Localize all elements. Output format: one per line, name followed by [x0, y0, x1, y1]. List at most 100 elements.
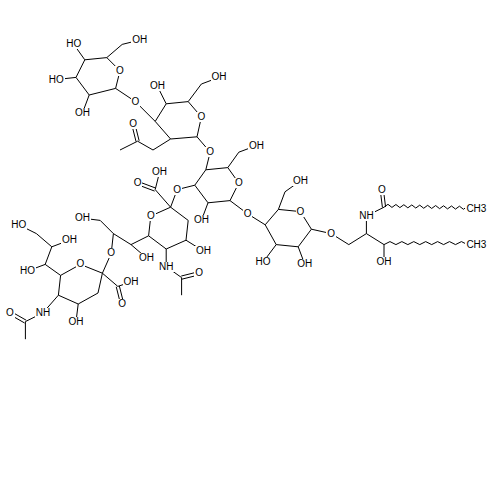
atom-label: OH	[193, 215, 210, 225]
bond	[113, 234, 131, 245]
atom-label: HO	[255, 257, 272, 267]
bond	[432, 242, 438, 245]
bond	[89, 88, 115, 95]
bond	[166, 102, 188, 104]
atom-label: CH3	[465, 240, 487, 250]
bond	[440, 206, 444, 209]
bond	[455, 242, 461, 245]
bond	[195, 170, 206, 185]
bond	[426, 242, 432, 245]
bond	[155, 104, 166, 122]
bond	[278, 192, 285, 210]
bond	[390, 242, 396, 245]
atom-label: O	[197, 112, 207, 122]
atom-label: O	[146, 211, 156, 221]
bond	[444, 206, 448, 209]
atom-label: O	[128, 119, 138, 129]
bond	[402, 242, 408, 245]
atom-label: O	[133, 178, 143, 188]
atom-label: OH	[248, 141, 265, 151]
atom-label: O	[296, 207, 306, 217]
atom-label: OH	[151, 167, 168, 177]
atom-label: O	[205, 147, 215, 157]
atom-label: O	[326, 229, 336, 239]
bond	[149, 236, 167, 249]
atom-label: O	[131, 97, 141, 107]
bond	[36, 234, 51, 247]
atom-label: O	[115, 66, 125, 76]
bond	[396, 242, 402, 245]
bond	[404, 205, 408, 208]
bond	[392, 205, 396, 208]
bond	[208, 201, 230, 203]
atom-label: OH	[74, 108, 91, 118]
atom-label: HO	[65, 39, 82, 49]
bond	[45, 247, 52, 265]
atom-label: NH	[158, 262, 174, 272]
atom-label: O	[106, 248, 116, 258]
bond	[420, 242, 426, 245]
atom-label: O	[377, 185, 387, 195]
bond	[384, 204, 388, 207]
bond	[416, 205, 420, 208]
bond	[452, 206, 456, 209]
bond	[166, 240, 186, 249]
bond	[181, 278, 182, 296]
bond	[120, 141, 138, 150]
atom-label: OH	[149, 81, 166, 91]
bond	[76, 60, 85, 78]
bond	[76, 77, 89, 95]
atom-label: O	[117, 299, 127, 309]
atom-label: O	[172, 185, 182, 195]
bond	[25, 322, 26, 340]
atom-label: OH	[131, 35, 148, 45]
bond	[58, 295, 78, 304]
atom-label: OH	[74, 213, 91, 223]
bond	[153, 139, 171, 150]
bond	[58, 275, 60, 295]
atom-label: OH	[195, 246, 212, 256]
bond	[265, 225, 276, 245]
bond	[412, 205, 416, 208]
bond	[171, 207, 189, 220]
bond	[298, 229, 311, 247]
bond	[450, 242, 456, 245]
bond	[195, 185, 208, 203]
bond	[408, 205, 412, 208]
atom-label: OH	[61, 235, 78, 245]
atom-label: O	[194, 268, 204, 278]
atom-label: NH	[35, 308, 51, 318]
bond	[171, 137, 197, 139]
bond	[100, 220, 113, 233]
bond	[155, 121, 170, 139]
bond	[228, 152, 239, 167]
bond	[188, 84, 201, 102]
atom-label: OH	[68, 317, 85, 327]
atom-label: HO	[10, 220, 27, 230]
bond	[349, 234, 367, 245]
bond	[436, 206, 440, 209]
bond	[206, 168, 228, 170]
bond	[265, 209, 278, 224]
bond	[396, 205, 400, 208]
atom-label: HO	[19, 266, 36, 276]
atom-label: OH	[292, 176, 309, 186]
bond	[420, 205, 424, 208]
bond	[78, 293, 98, 304]
atom-label: CH3	[465, 204, 487, 214]
bond	[186, 220, 188, 240]
bond	[107, 44, 122, 57]
bond	[388, 204, 392, 207]
atom-label: NH	[358, 211, 374, 221]
atom-label: OH	[376, 257, 393, 267]
bond	[155, 190, 170, 208]
atom-label: OH	[211, 72, 228, 82]
bond	[408, 242, 414, 245]
bond	[438, 242, 444, 245]
atom-label: O	[5, 308, 15, 318]
atom-label: O	[76, 259, 86, 269]
bond	[455, 206, 459, 209]
bond	[428, 205, 432, 208]
